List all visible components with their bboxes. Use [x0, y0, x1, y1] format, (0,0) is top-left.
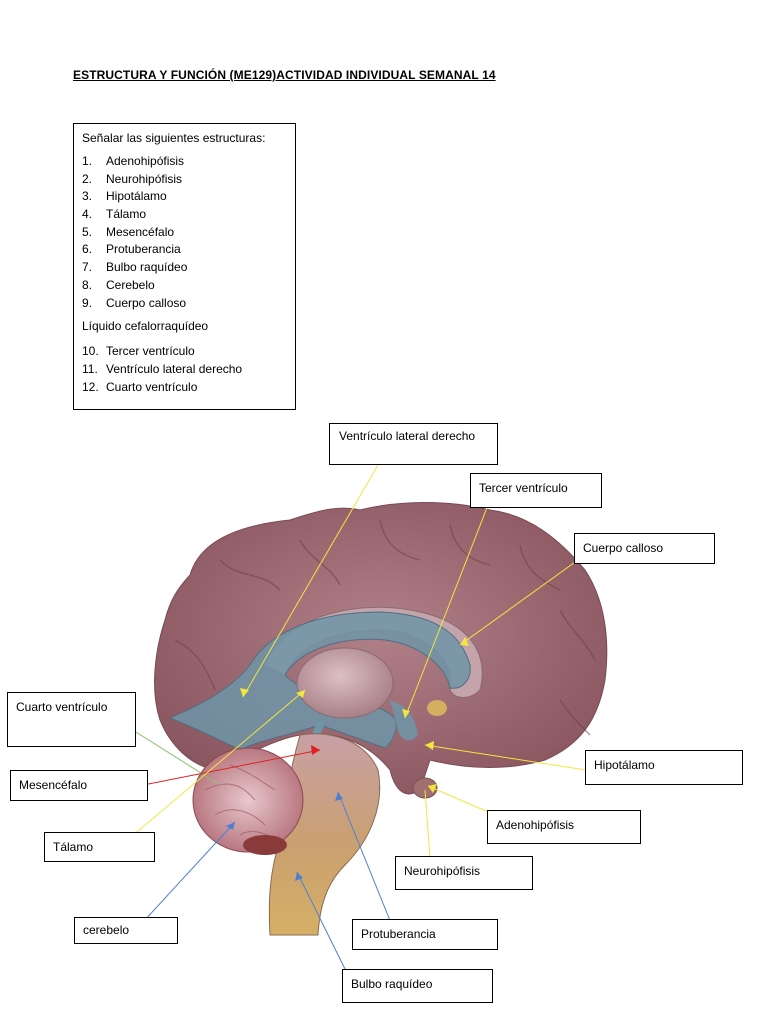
- list-item: 9.Cuerpo calloso: [82, 295, 187, 310]
- document-title: ESTRUCTURA Y FUNCIÓN (ME129)ACTIVIDAD IN…: [73, 68, 496, 82]
- list-item: 6.Protuberancia: [82, 242, 181, 257]
- label-hipotalamo: Hipotálamo: [585, 750, 743, 785]
- label-cuarto-ventriculo: Cuarto ventrículo: [7, 692, 136, 747]
- label-cuerpo-calloso: Cuerpo calloso: [574, 533, 715, 564]
- label-neurohipofisis: Neurohipófisis: [395, 856, 533, 890]
- instructions-box: Señalar las siguientes estructuras: 1.Ad…: [73, 123, 296, 410]
- csf-list: 10.Tercer ventrículo 11.Ventrículo later…: [82, 343, 287, 396]
- structures-list: 1.Adenohipófisis 2.Neurohipófisis 3.Hipo…: [82, 153, 287, 312]
- csf-subheading: Líquido cefalorraquídeo: [82, 319, 209, 334]
- cerebellum-shape: [192, 747, 304, 853]
- label-ventriculo-lateral: Ventrículo lateral derecho: [329, 423, 498, 465]
- label-adenohipofisis: Adenohipófisis: [487, 810, 641, 844]
- list-item: 2.Neurohipófisis: [82, 171, 183, 186]
- pituitary-shape: [412, 777, 438, 799]
- label-protuberancia: Protuberancia: [352, 919, 498, 950]
- label-mesencefalo: Mesencéfalo: [10, 770, 148, 801]
- label-bulbo-raquideo: Bulbo raquídeo: [342, 969, 493, 1003]
- cerebrum-shape: [154, 502, 608, 795]
- third-ventricle-shape: [390, 700, 418, 741]
- pointer-lines: [107, 464, 587, 976]
- label-tercer-ventriculo: Tercer ventrículo: [470, 473, 602, 508]
- pointer-arrowheads: [226, 637, 469, 881]
- list-item: 7.Bulbo raquídeo: [82, 260, 188, 275]
- thalamus-shape: [296, 647, 394, 719]
- list-item: 5.Mesencéfalo: [82, 224, 175, 239]
- gyri-lines: [174, 519, 596, 736]
- list-item: 8.Cerebelo: [82, 277, 155, 292]
- instructions-heading: Señalar las siguientes estructuras:: [82, 131, 266, 145]
- mammillary-shape: [427, 700, 447, 716]
- list-item: 3.Hipotálamo: [82, 189, 167, 204]
- list-item: 11.Ventrículo lateral derecho: [82, 361, 243, 376]
- list-item: 10.Tercer ventrículo: [82, 344, 195, 359]
- list-item: 12.Cuarto ventrículo: [82, 379, 198, 394]
- label-cerebelo: cerebelo: [74, 917, 178, 944]
- list-item: 1.Adenohipófisis: [82, 154, 185, 168]
- label-talamo: Tálamo: [44, 832, 155, 862]
- list-item: 4.Tálamo: [82, 207, 147, 222]
- cerebellum-lower-shape: [243, 835, 287, 855]
